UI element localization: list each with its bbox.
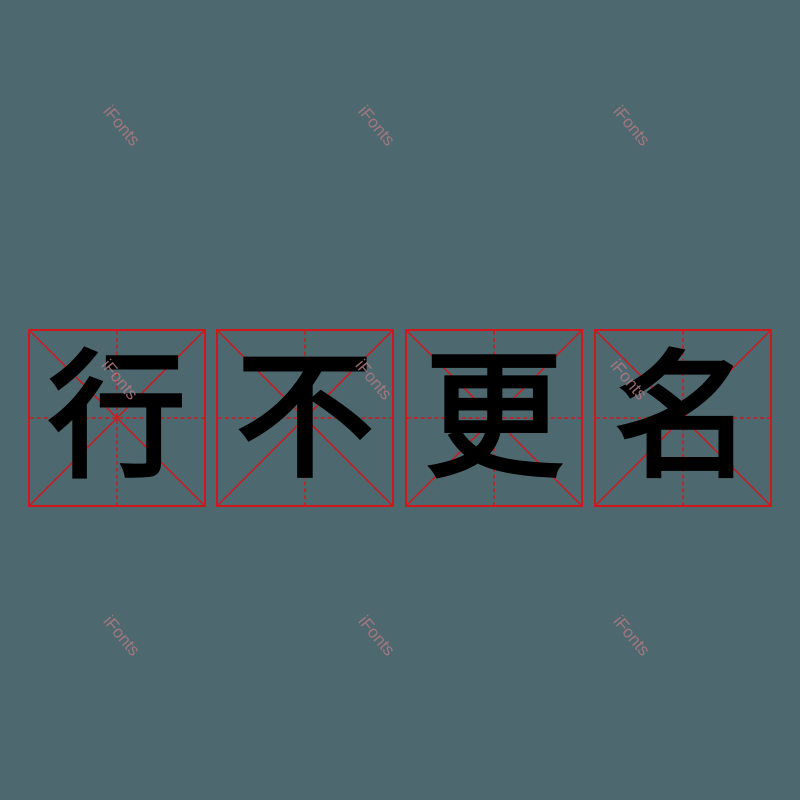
- watermark: iFonts: [354, 611, 399, 660]
- watermark: iFonts: [354, 101, 399, 150]
- rice-grid-icon: [407, 331, 581, 505]
- watermark: iFonts: [99, 611, 144, 660]
- watermark: iFonts: [609, 101, 654, 150]
- watermark: iFonts: [99, 101, 144, 150]
- character-box-1: 行: [28, 329, 206, 507]
- rice-grid-icon: [30, 331, 204, 505]
- character-box-3: 更: [405, 329, 583, 507]
- character-box-4: 名: [594, 329, 772, 507]
- rice-grid-icon: [596, 331, 770, 505]
- character-box-2: 不: [216, 329, 394, 507]
- glyph-xing: 行: [47, 337, 186, 498]
- rice-grid-icon: [218, 331, 392, 505]
- glyph-ming: 名: [613, 337, 752, 498]
- watermark: iFonts: [609, 611, 654, 660]
- glyph-bu: 不: [235, 337, 374, 498]
- glyph-geng: 更: [424, 337, 563, 498]
